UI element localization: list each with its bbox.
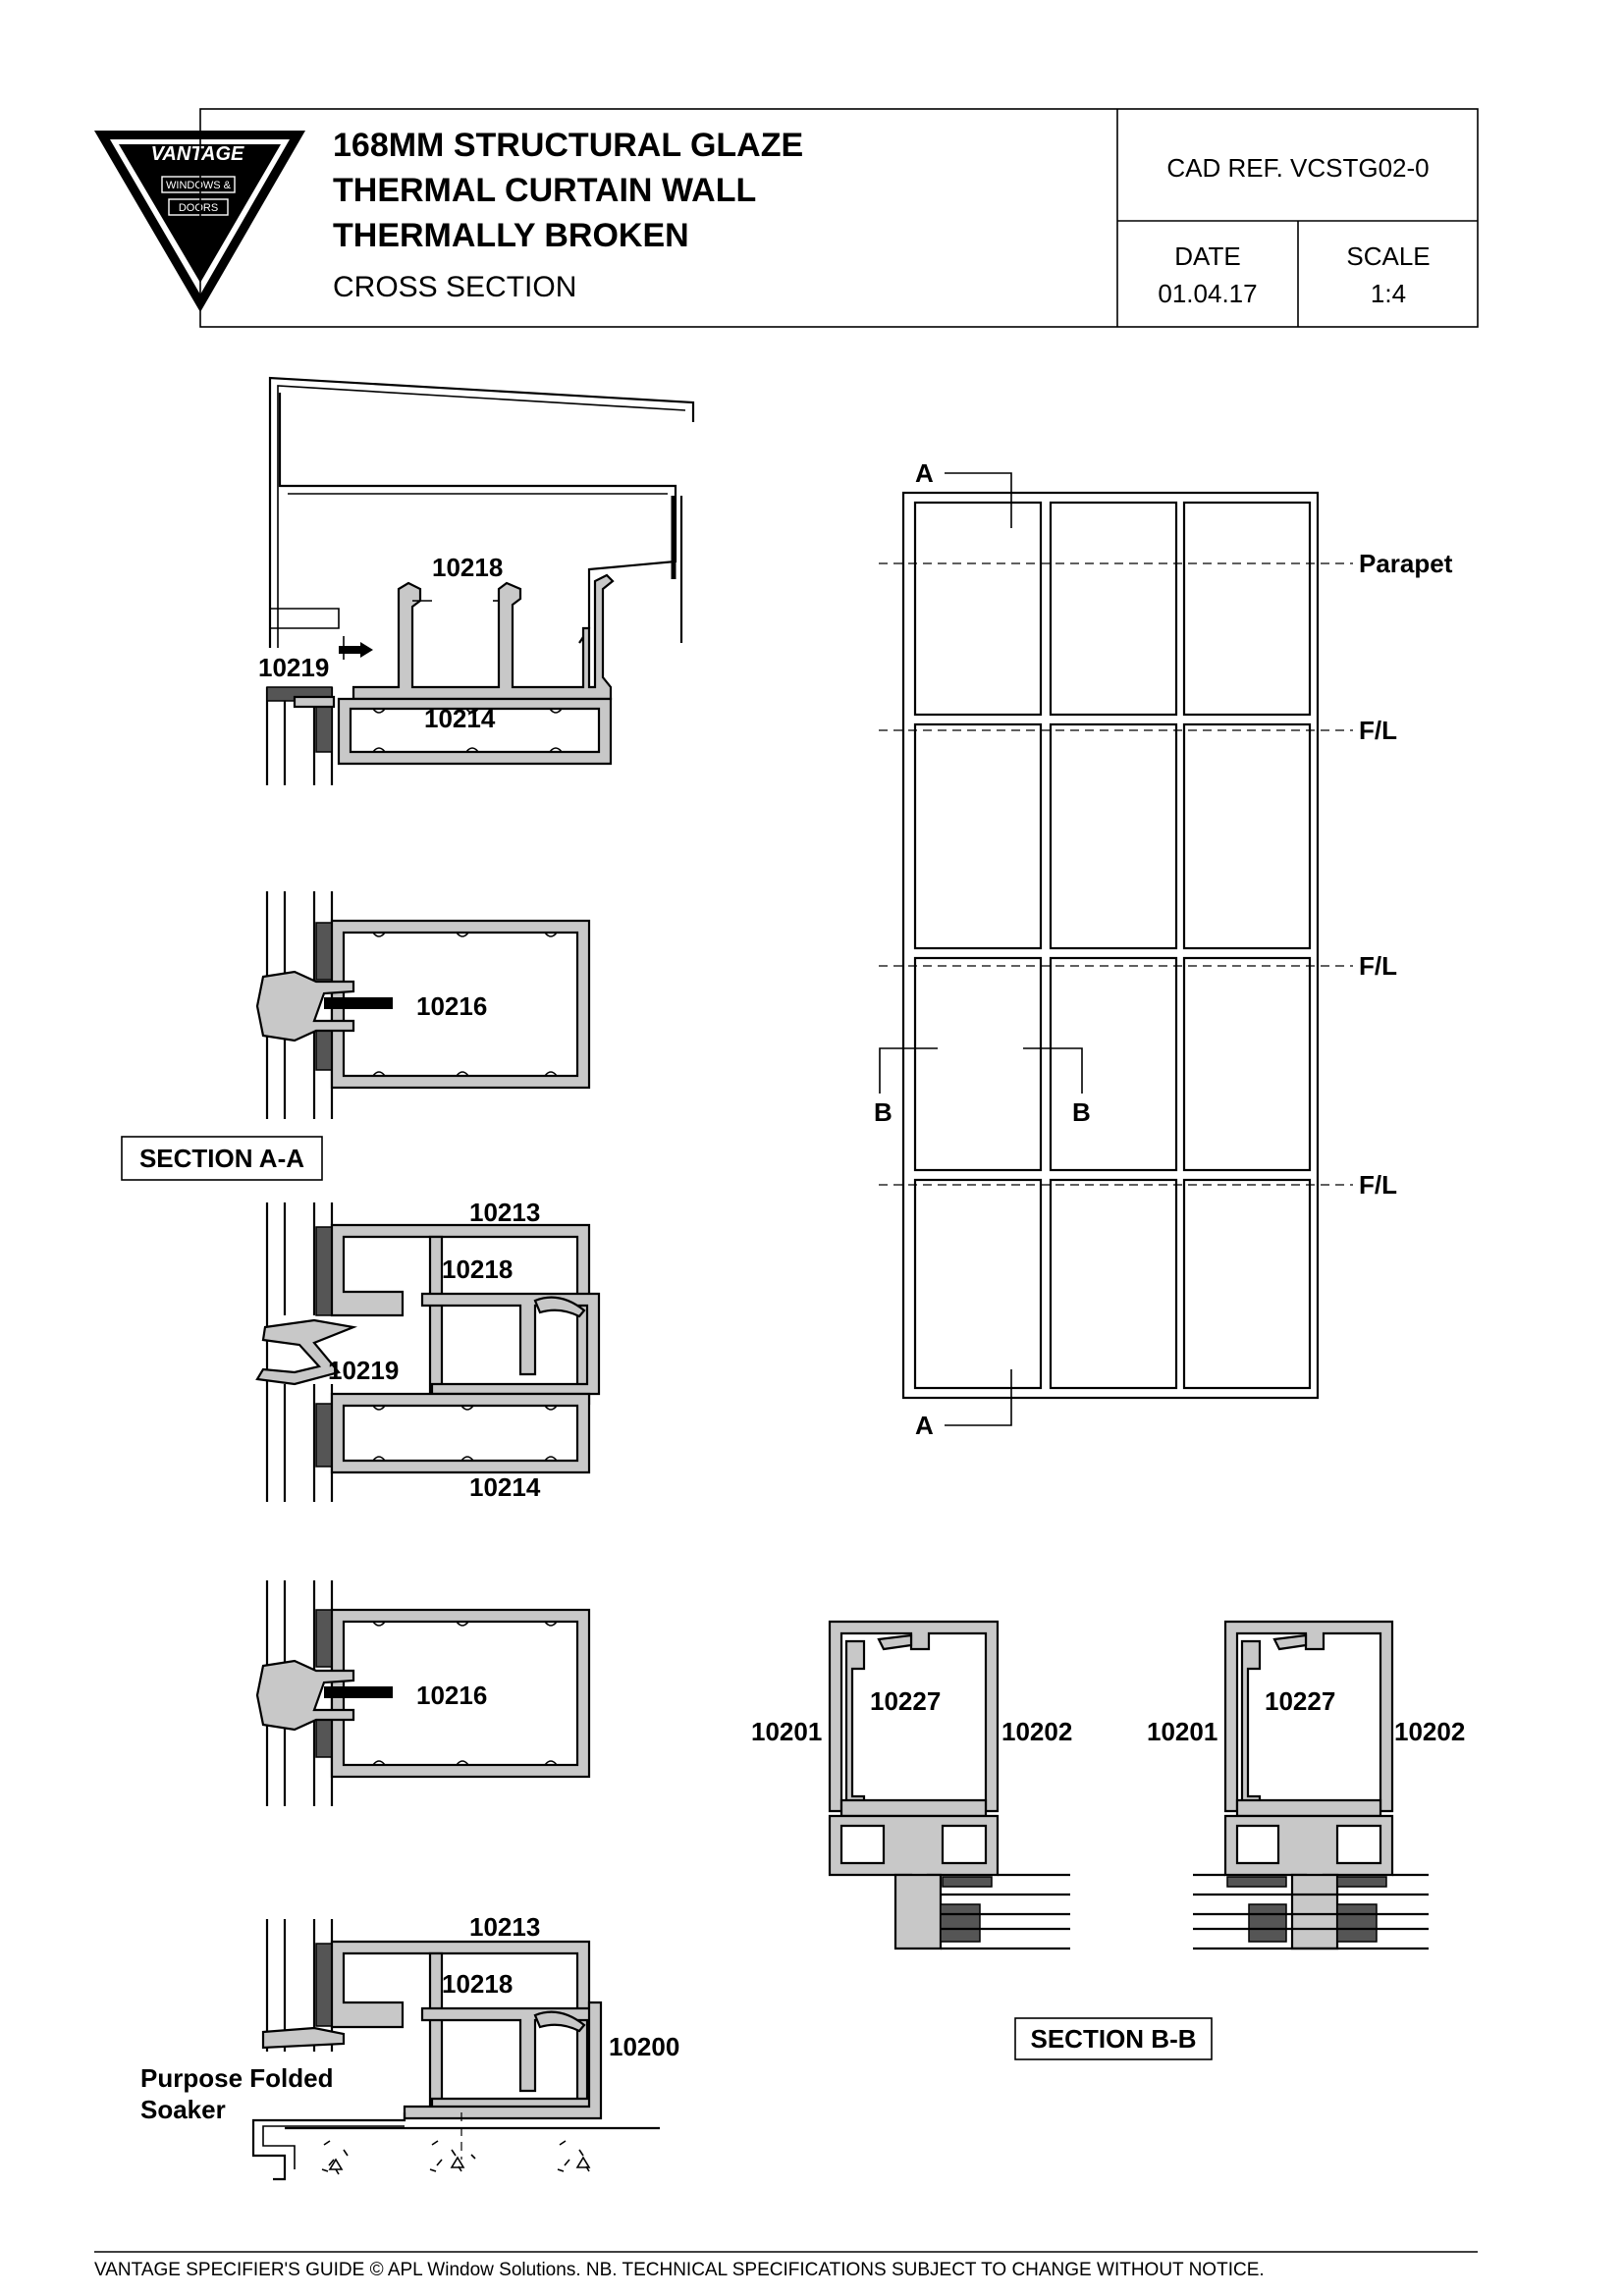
section-aa-10216-detail-b: 10216 xyxy=(255,1580,591,1806)
section-aa-label-box: SECTION A-A xyxy=(121,1136,323,1181)
screw xyxy=(339,646,360,654)
section-aa-parapet-detail: 10218 10219 10214 xyxy=(258,376,695,785)
soaker-label-2: Soaker xyxy=(140,2095,226,2124)
level-parapet: Parapet xyxy=(1359,549,1453,578)
level-fl-1: F/L xyxy=(1359,716,1397,745)
curtain-wall-elevation: Parapet F/L F/L F/L A A B B xyxy=(874,458,1453,1440)
bb-right-10227: 10227 xyxy=(1265,1686,1335,1716)
logo-line2: DOORS xyxy=(179,202,218,214)
panel xyxy=(1182,1178,1312,1390)
soaker-label-1: Purpose Folded xyxy=(140,2063,333,2093)
bb-left-10201: 10201 xyxy=(751,1717,822,1746)
bb-right-10202: 10202 xyxy=(1394,1717,1465,1746)
marker-b-left: B xyxy=(874,1097,893,1127)
bb-right-10201: 10201 xyxy=(1147,1717,1217,1746)
section-aa-floor-joint: 10213 10218 10219 10214 xyxy=(255,1198,601,1502)
label-10200: 10200 xyxy=(609,2032,679,2061)
logo-line1: WINDOWS & xyxy=(166,180,232,191)
title-line-1: 168MM STRUCTURAL GLAZE xyxy=(333,127,803,164)
bb-left-10202: 10202 xyxy=(1001,1717,1072,1746)
marker-a-top: A xyxy=(915,458,934,488)
section-aa-10216-detail-a: 10216 xyxy=(255,891,591,1119)
level-fl-2: F/L xyxy=(1359,951,1397,981)
section-bb-left-detail: 10201 10227 10202 xyxy=(751,1620,1072,1950)
label-10214-top: 10214 xyxy=(424,704,496,733)
section-bb-right-detail: 10201 10227 10202 xyxy=(1147,1620,1465,1950)
panel xyxy=(913,1178,1043,1390)
panel xyxy=(1182,722,1312,950)
label-10213-a: 10213 xyxy=(469,1198,540,1227)
title-line-2: THERMAL CURTAIN WALL xyxy=(333,172,756,209)
panel xyxy=(1182,956,1312,1172)
date-label: DATE xyxy=(1174,241,1240,271)
marker-b-right: B xyxy=(1072,1097,1091,1127)
scale-value: 1:4 xyxy=(1371,279,1406,308)
panel xyxy=(1049,722,1178,950)
elevation-outer-frame xyxy=(901,491,1320,1400)
section-bb-label: SECTION B-B xyxy=(1031,2024,1197,2054)
label-10219-a: 10219 xyxy=(328,1356,399,1385)
section-bb-label-box: SECTION B-B xyxy=(1014,2017,1213,2060)
panel xyxy=(1182,501,1312,717)
label-10216-b: 10216 xyxy=(416,1681,487,1710)
label-10218-a: 10218 xyxy=(442,1255,513,1284)
panel xyxy=(913,722,1043,950)
label-10214-a: 10214 xyxy=(469,1472,541,1502)
section-aa-sill-detail: 10213 10218 10200 Purpose Folded Soaker xyxy=(140,1912,679,2181)
title-line-3: THERMALLY BROKEN xyxy=(333,217,689,254)
logo-brand: VANTAGE xyxy=(151,143,244,165)
panel xyxy=(1049,1178,1178,1390)
bb-left-10227: 10227 xyxy=(870,1686,941,1716)
label-10219-top: 10219 xyxy=(258,653,329,682)
panel xyxy=(913,956,1043,1172)
label-10218-b: 10218 xyxy=(442,1969,513,1999)
date-value: 01.04.17 xyxy=(1158,279,1257,308)
title-frame xyxy=(199,108,1479,328)
subtitle: CROSS SECTION xyxy=(333,271,576,303)
label-10216-a: 10216 xyxy=(416,991,487,1021)
level-fl-3: F/L xyxy=(1359,1170,1397,1200)
scale-label: SCALE xyxy=(1346,241,1430,271)
panel xyxy=(913,501,1043,717)
elevation-panels xyxy=(913,501,1312,1390)
label-10218-top: 10218 xyxy=(432,553,503,582)
cad-ref: CAD REF. VCSTG02-0 xyxy=(1166,153,1429,183)
marker-a-bottom: A xyxy=(915,1411,934,1440)
label-10213-b: 10213 xyxy=(469,1912,540,1942)
concrete-hatch xyxy=(321,2140,591,2175)
section-aa-label: SECTION A-A xyxy=(139,1144,304,1173)
footer-text: VANTAGE SPECIFIER'S GUIDE © APL Window S… xyxy=(94,2260,1265,2280)
panel xyxy=(1049,956,1178,1172)
panel xyxy=(1049,501,1178,717)
title-block: VANTAGE WINDOWS & DOORS 168MM STRUCTURAL… xyxy=(94,108,1479,328)
